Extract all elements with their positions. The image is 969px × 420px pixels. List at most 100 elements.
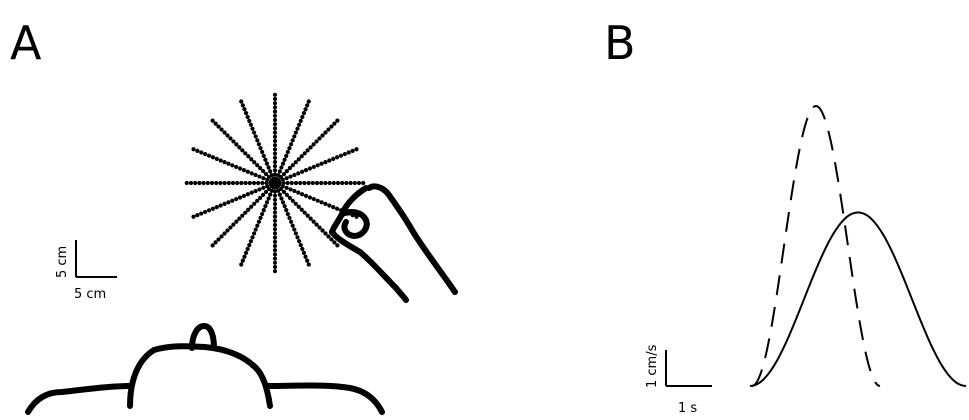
- trajectory-dot: [226, 162, 230, 166]
- hand-drawing: [332, 186, 455, 300]
- trajectory-dot: [281, 184, 285, 188]
- trajectory-dot: [307, 181, 311, 185]
- trajectory-dot: [268, 169, 272, 173]
- trajectory-dot: [239, 99, 243, 103]
- trajectory-dot: [266, 165, 270, 169]
- trajectory-dot: [246, 115, 250, 119]
- trajectory-dot: [225, 228, 229, 232]
- trajectory-dot: [335, 119, 339, 123]
- trajectory-dot: [264, 190, 268, 194]
- trajectory-dot: [244, 111, 248, 115]
- trajectory-dot: [295, 127, 299, 131]
- trajectory-dot: [273, 236, 277, 240]
- trajectory-dot: [284, 154, 288, 158]
- trajectory-dot: [292, 189, 296, 193]
- trajectory-dot: [249, 205, 253, 209]
- trajectory-dot: [292, 227, 296, 231]
- trajectory-dot: [309, 145, 313, 149]
- trajectory-dot: [231, 139, 235, 143]
- trajectory-dot: [273, 248, 277, 252]
- trajectory-dot: [285, 193, 289, 197]
- trajectory-dot: [223, 181, 227, 185]
- velocity-profile-solid: [750, 212, 966, 386]
- trajectory-dot: [237, 145, 241, 149]
- trajectory-dot: [357, 181, 361, 185]
- trajectory-dot: [193, 181, 197, 185]
- trajectory-dot: [273, 110, 277, 114]
- trajectory-dot: [261, 186, 265, 190]
- trajectory-dot: [305, 103, 309, 107]
- trajectory-dot: [317, 136, 321, 140]
- trajectory-dot: [246, 170, 250, 174]
- trajectory-dot: [278, 169, 282, 173]
- trajectory-dot: [203, 152, 207, 156]
- trajectory-dot: [222, 202, 226, 206]
- trajectory-dot: [300, 208, 304, 212]
- trajectory-dot: [315, 181, 319, 185]
- trajectory-dot: [255, 224, 259, 228]
- trajectory-dot: [235, 181, 239, 185]
- trajectory-dot: [214, 240, 218, 244]
- trajectory-dot: [219, 203, 223, 207]
- trajectory-dot: [246, 247, 250, 251]
- trajectory-dot: [273, 240, 277, 244]
- trajectory-dot: [244, 181, 248, 185]
- trajectory-dot: [307, 262, 311, 266]
- trajectory-dot: [283, 158, 287, 162]
- trajectory-dot: [317, 225, 321, 229]
- trajectory-dot: [306, 148, 310, 152]
- trajectory-dot: [240, 214, 244, 218]
- trajectory-dot: [195, 213, 199, 217]
- trajectory-dot: [191, 147, 195, 151]
- trajectory-dot: [211, 207, 215, 211]
- trajectory-dot: [260, 150, 264, 154]
- trajectory-dot: [250, 191, 254, 195]
- trajectory-dot: [256, 181, 260, 185]
- trajectory-dot: [283, 204, 287, 208]
- trajectory-dot: [226, 200, 230, 204]
- trajectory-dot: [215, 157, 219, 161]
- trajectory-dot: [273, 164, 277, 168]
- trajectory-dot: [291, 163, 295, 167]
- trajectory-dot: [250, 171, 254, 175]
- trajectory-dot: [273, 122, 277, 126]
- trajectory-dot: [207, 154, 211, 158]
- trajectory-dot: [255, 163, 259, 167]
- trajectory-dot: [222, 130, 226, 134]
- trajectory-dot: [240, 148, 244, 152]
- trajectory-dot: [336, 181, 340, 185]
- trajectory-dot: [260, 212, 264, 216]
- trajectory-dot: [197, 181, 201, 185]
- trajectory-dot: [234, 142, 238, 146]
- trajectory-dot: [273, 257, 277, 261]
- trajectory-dot: [273, 210, 277, 214]
- trajectory-dot: [257, 187, 261, 191]
- trajectory-dot: [203, 210, 207, 214]
- trajectory-dot: [286, 212, 290, 216]
- trajectory-dot: [250, 127, 254, 131]
- trajectory-dot: [265, 200, 269, 204]
- trajectory-dot: [287, 216, 291, 220]
- trajectory-dot: [228, 225, 232, 229]
- trajectory-dot: [335, 207, 339, 211]
- trajectory-dot: [327, 158, 331, 162]
- trajectory-dot: [289, 142, 293, 146]
- trajectory-dot: [323, 181, 327, 185]
- trajectory-dot: [189, 181, 193, 185]
- trajectory-dot: [230, 163, 234, 167]
- trajectory-dot: [258, 196, 262, 200]
- trajectory-dot: [249, 123, 253, 127]
- trajectory-dot: [273, 135, 277, 139]
- trajectory-dot: [288, 196, 292, 200]
- trajectory-dot: [281, 200, 285, 204]
- trajectory-dot: [243, 211, 247, 215]
- trajectory-dot: [222, 231, 226, 235]
- trajectory-dot: [211, 119, 215, 123]
- trajectory-dot: [252, 160, 256, 164]
- trajectory-dot: [195, 149, 199, 153]
- trajectory-dot: [344, 181, 348, 185]
- trajectory-dot: [234, 165, 238, 169]
- trajectory-dot: [308, 166, 312, 170]
- trajectory-dot: [216, 124, 220, 128]
- trajectory-dot: [319, 181, 323, 185]
